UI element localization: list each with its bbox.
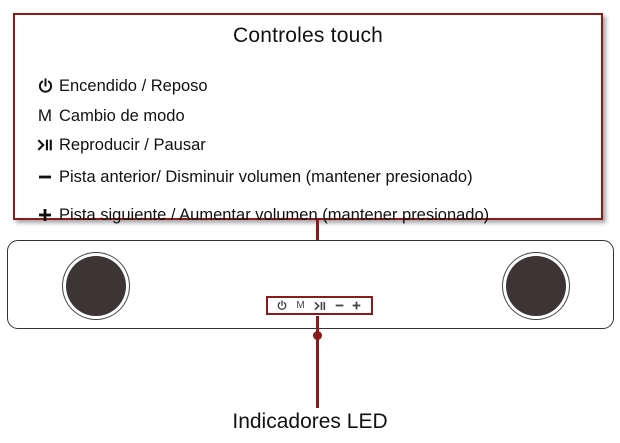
led-indicators-label: Indicadores LED (232, 410, 388, 433)
plus-icon[interactable] (352, 300, 361, 312)
legend-item-plus: Pista siguiente / Aumentar volumen (mant… (37, 204, 489, 226)
soundbar: M (7, 240, 614, 329)
right-speaker-driver (506, 256, 566, 316)
legend-item-minus: Pista anterior/ Disminuir volumen (mante… (37, 166, 473, 188)
power-icon (37, 77, 53, 95)
power-icon[interactable] (277, 300, 287, 312)
legend-title: Controles touch (232, 24, 384, 47)
led-connector-line (316, 316, 319, 408)
left-speaker-driver (66, 256, 126, 316)
legend-item-mode: M Cambio de modo (37, 105, 185, 127)
play-pause-icon[interactable] (314, 300, 326, 312)
legend-item-label: Encendido / Reposo (59, 76, 208, 95)
minus-icon (37, 168, 53, 186)
mode-icon[interactable]: M (296, 300, 305, 311)
minus-icon[interactable] (335, 300, 344, 312)
legend-item-label: Reproducir / Pausar (59, 135, 206, 154)
mode-icon: M (37, 106, 53, 125)
touch-control-strip[interactable]: M (266, 296, 373, 315)
legend-item-play-pause: Reproducir / Pausar (37, 134, 206, 156)
legend-item-power: Encendido / Reposo (37, 75, 208, 97)
led-indicator-dot (313, 331, 322, 340)
touch-controls-legend: Controles touch Encendido / Reposo M Cam… (13, 13, 603, 224)
play-pause-icon (37, 136, 53, 154)
legend-item-label: Pista anterior/ Disminuir volumen (mante… (59, 167, 473, 186)
plus-icon (37, 206, 53, 224)
legend-item-label: Pista siguiente / Aumentar volumen (mant… (59, 205, 490, 224)
legend-item-label: Cambio de modo (59, 106, 185, 125)
